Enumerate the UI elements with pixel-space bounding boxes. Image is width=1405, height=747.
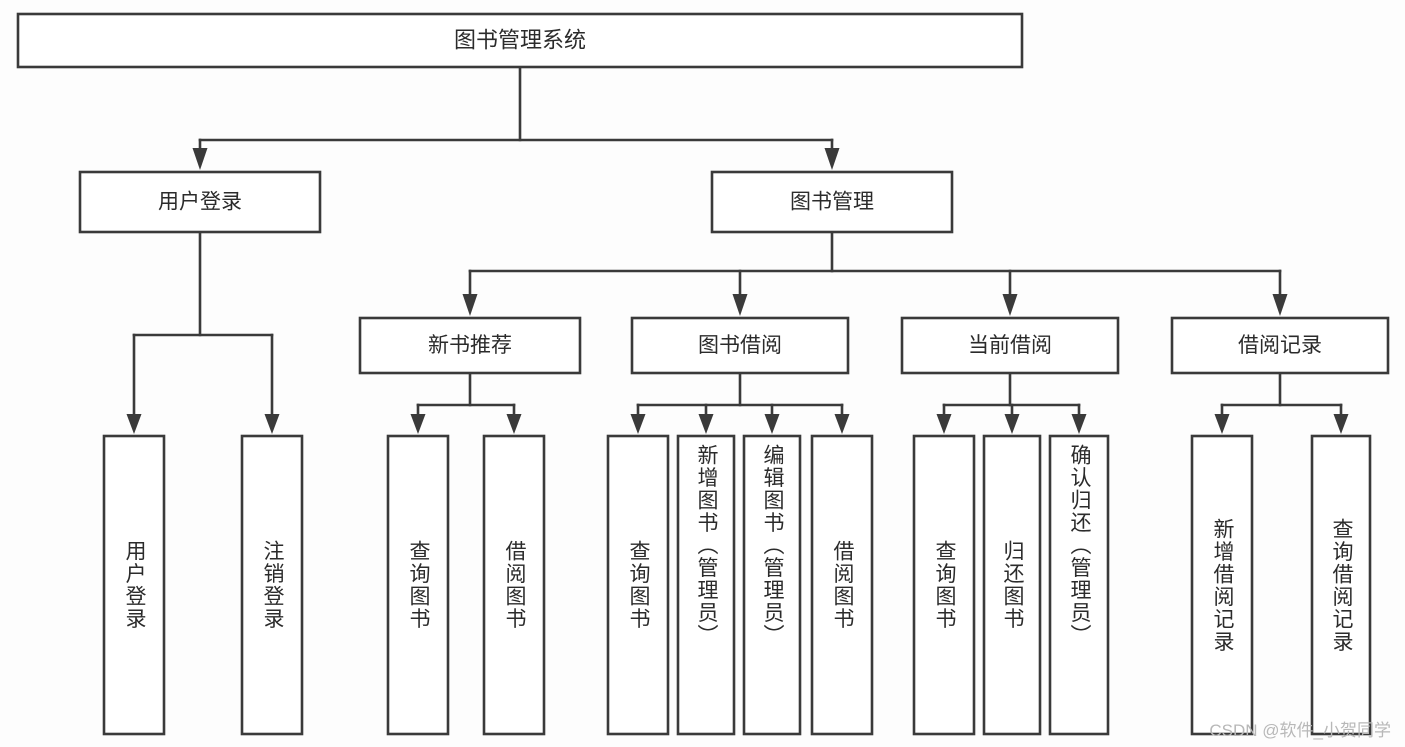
- node-label: 新书推荐: [428, 334, 512, 357]
- arrow-head-icon: [824, 148, 840, 170]
- node-level2-2[interactable]: 当前借阅: [900, 316, 1120, 375]
- node-leaf-6[interactable]: [742, 434, 802, 736]
- node-level2-0[interactable]: 新书推荐: [358, 316, 582, 375]
- node-label: 用户登录: [158, 191, 242, 214]
- arrow-head-icon: [698, 414, 714, 434]
- node-leaf-1[interactable]: [240, 434, 304, 736]
- node-label: 图书管理系统: [454, 27, 586, 52]
- arrow-head-icon: [410, 414, 426, 434]
- node-label: 借阅记录: [1238, 334, 1322, 357]
- node-level1-0[interactable]: 用户登录: [78, 170, 322, 234]
- node-label: 图书借阅: [698, 334, 782, 357]
- node-leaf-8[interactable]: [912, 434, 976, 736]
- node-leaf-9[interactable]: [982, 434, 1042, 736]
- node-leaf-4[interactable]: [606, 434, 670, 736]
- node-root[interactable]: 图书管理系统: [16, 12, 1024, 69]
- node-label: 当前借阅: [968, 334, 1052, 357]
- node-leaf-7[interactable]: [810, 434, 874, 736]
- node-leaf-3[interactable]: [482, 434, 546, 736]
- node-leaf-0[interactable]: [102, 434, 166, 736]
- arrow-head-icon: [126, 414, 142, 434]
- arrow-head-icon: [462, 294, 478, 316]
- node-level2-3[interactable]: 借阅记录: [1170, 316, 1390, 375]
- arrow-head-icon: [1214, 414, 1230, 434]
- arrow-head-icon: [834, 414, 850, 434]
- node-leaf-11[interactable]: [1190, 434, 1254, 736]
- arrow-head-icon: [936, 414, 952, 434]
- node-label: 图书管理: [790, 191, 874, 214]
- node-leaf-5[interactable]: [676, 434, 736, 736]
- arrow-head-icon: [732, 294, 748, 316]
- connector-layer: [126, 65, 1349, 434]
- node-level1-1[interactable]: 图书管理: [710, 170, 954, 234]
- arrow-head-icon: [1002, 294, 1018, 316]
- watermark-text: CSDN @软件_小贺同学: [1209, 721, 1391, 740]
- node-level2-1[interactable]: 图书借阅: [630, 316, 850, 375]
- node-leaf-10[interactable]: [1048, 434, 1110, 736]
- arrow-head-icon: [506, 414, 522, 434]
- arrow-head-icon: [1272, 294, 1288, 316]
- arrow-head-icon: [1004, 414, 1020, 434]
- arrow-head-icon: [192, 148, 208, 170]
- arrow-head-icon: [1333, 414, 1349, 434]
- node-leaf-2[interactable]: [386, 434, 450, 736]
- arrow-head-icon: [1071, 414, 1087, 434]
- arrow-head-icon: [630, 414, 646, 434]
- arrow-head-icon: [764, 414, 780, 434]
- node-leaf-12[interactable]: [1310, 434, 1372, 736]
- arrow-head-icon: [264, 414, 280, 434]
